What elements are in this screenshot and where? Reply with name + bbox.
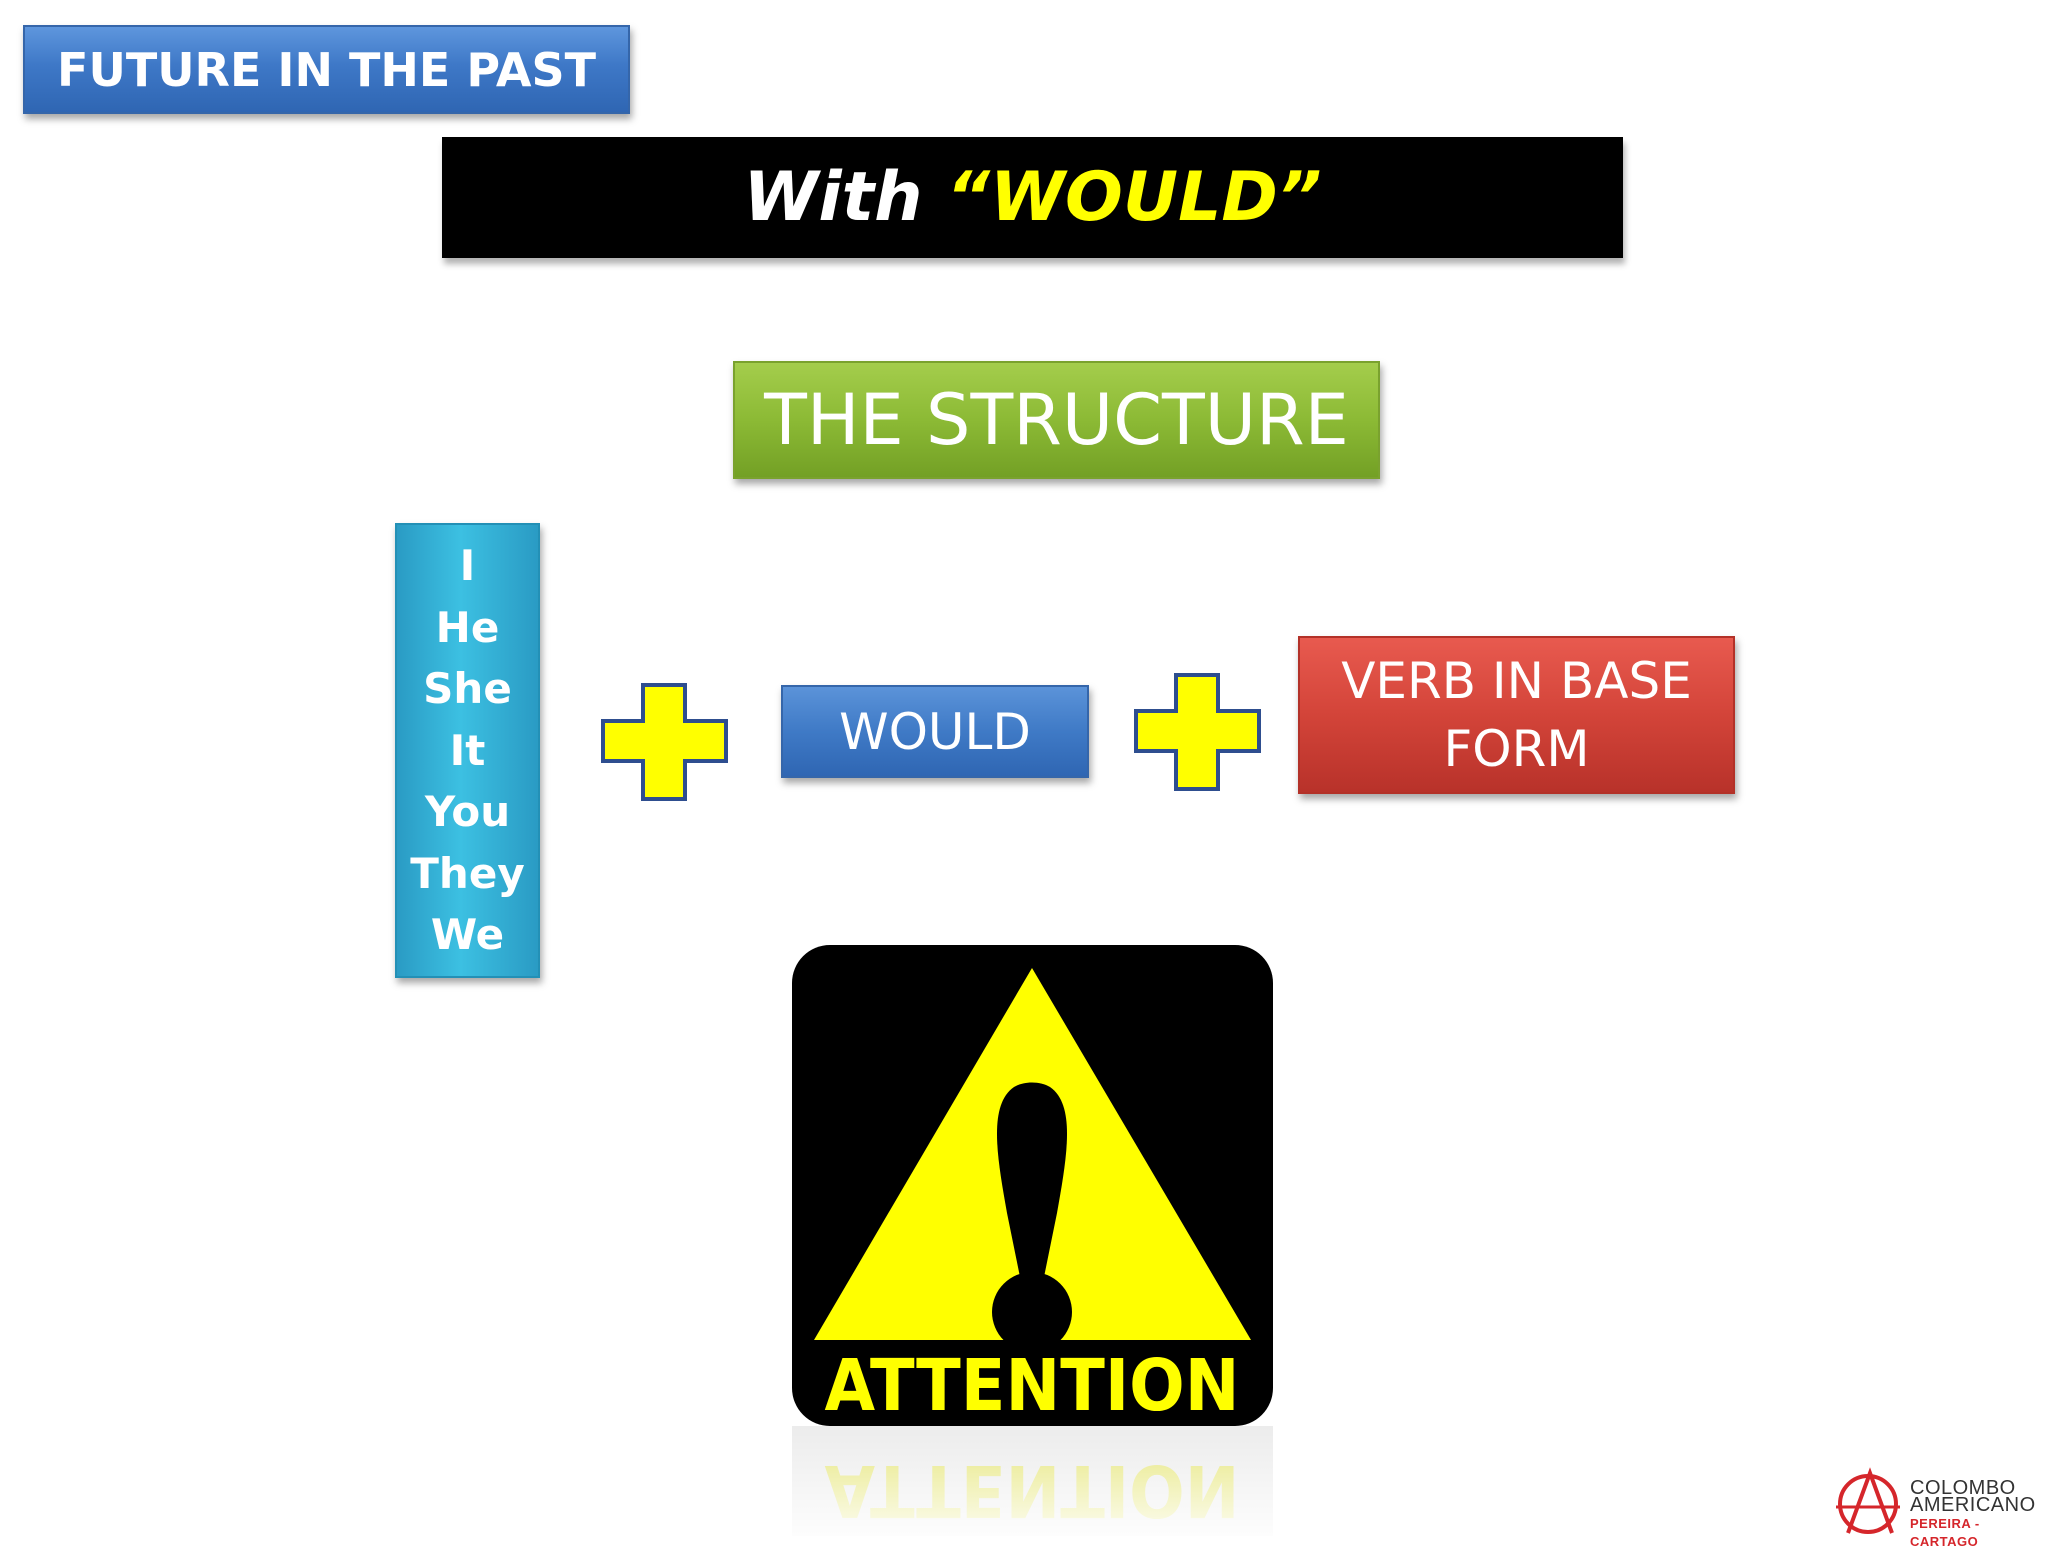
plus-icon	[1134, 673, 1261, 791]
pronoun-item: It	[449, 725, 486, 775]
pronoun-item: They	[410, 848, 525, 898]
verb-label-line1: VERB IN BASE	[1341, 652, 1692, 710]
pronoun-item: She	[423, 664, 512, 714]
pronoun-item: I	[459, 541, 476, 591]
verb-base-form-label: VERB IN BASE FORM	[1298, 636, 1735, 794]
pronoun-item: He	[435, 602, 500, 652]
pronoun-list: I He She It You They We	[395, 523, 540, 978]
subtitle-prefix: With	[743, 158, 947, 237]
attention-sign: ATTENTION	[792, 945, 1273, 1426]
attention-reflection: ATTENTION	[792, 1426, 1273, 1536]
exclamation-dot	[992, 1272, 1072, 1352]
subtitle-highlight: “WOULD”	[946, 158, 1322, 237]
logo-line2: AMERICANO	[1910, 1494, 2036, 1516]
verb-label-line2: FORM	[1443, 720, 1590, 778]
subtitle-bar: With “WOULD”	[442, 137, 1623, 258]
structure-heading: THE STRUCTURE	[733, 361, 1380, 479]
exclamation-icon	[996, 1082, 1068, 1277]
logo-line3: PEREIRA - CARTAGO	[1910, 1516, 1980, 1549]
pronoun-item: We	[430, 910, 505, 960]
logo-mark-icon	[1836, 1467, 1900, 1534]
attention-text: ATTENTION	[825, 1344, 1240, 1426]
topic-label: FUTURE IN THE PAST	[23, 25, 630, 114]
colombo-americano-logo: COLOMBO AMERICANO PEREIRA - CARTAGO	[1834, 1467, 2048, 1549]
pronoun-item: You	[424, 787, 511, 837]
logo-line1: COLOMBO	[1910, 1477, 2016, 1499]
plus-icon	[601, 683, 728, 801]
would-label: WOULD	[781, 685, 1089, 778]
